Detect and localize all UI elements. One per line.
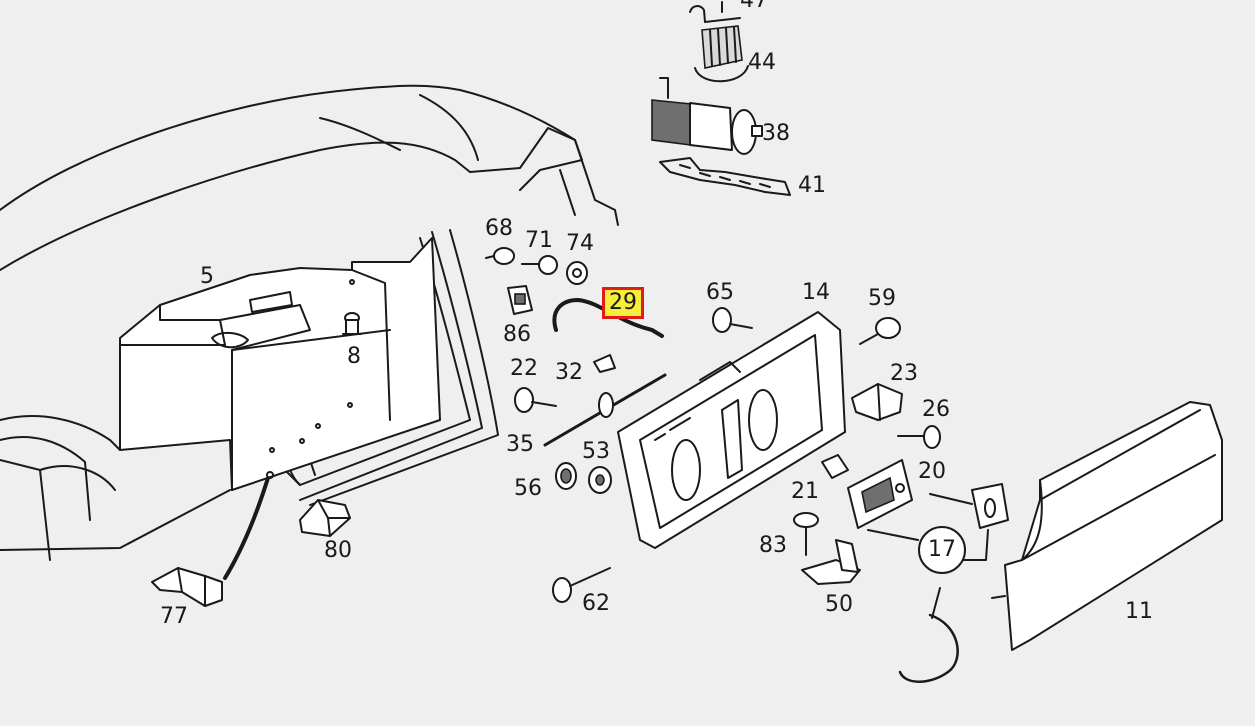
part-62-screw xyxy=(552,567,611,603)
part-44-mount xyxy=(659,25,749,99)
part-50-hinge xyxy=(801,539,861,585)
label-80: 80 xyxy=(324,538,352,563)
label-38: 38 xyxy=(762,121,790,146)
part-65-screw xyxy=(712,307,753,333)
label-44: 44 xyxy=(748,50,776,75)
part-35-rod xyxy=(543,373,667,447)
label-71: 71 xyxy=(525,228,553,253)
label-74: 74 xyxy=(566,231,594,256)
part-74-washer xyxy=(566,261,588,285)
part-26-screw xyxy=(897,425,941,449)
part-21-clip xyxy=(821,454,849,479)
label-77: 77 xyxy=(160,604,188,629)
glovebox-housing xyxy=(119,237,441,491)
label-35: 35 xyxy=(506,432,534,457)
label-29-highlighted: 29 xyxy=(602,287,644,319)
cable xyxy=(223,476,270,580)
label-68: 68 xyxy=(485,216,513,241)
label-53: 53 xyxy=(582,439,610,464)
retaining-ring xyxy=(898,613,959,683)
label-8: 8 xyxy=(347,344,361,369)
part-32-pin xyxy=(593,354,616,373)
part-56-knob xyxy=(555,462,577,490)
label-20: 20 xyxy=(918,459,946,484)
callout-key xyxy=(961,529,989,561)
dashboard-outline xyxy=(0,84,619,561)
label-41: 41 xyxy=(798,173,826,198)
part-11-lid xyxy=(991,401,1223,651)
part-86-clip xyxy=(507,285,533,315)
label-26: 26 xyxy=(922,397,950,422)
part-14-frame xyxy=(617,311,846,549)
part-71-screw xyxy=(521,255,558,275)
label-65: 65 xyxy=(706,280,734,305)
part-41-linkage xyxy=(659,157,791,196)
label-22: 22 xyxy=(510,356,538,381)
label-5: 5 xyxy=(200,264,214,289)
label-62: 62 xyxy=(582,591,610,616)
part-59-screw xyxy=(859,317,901,345)
part-68-screw xyxy=(485,247,515,265)
part-77-clip xyxy=(151,567,223,607)
label-83: 83 xyxy=(759,533,787,558)
label-50: 50 xyxy=(825,592,853,617)
label-11: 11 xyxy=(1125,599,1153,624)
label-47: 47 xyxy=(740,0,768,13)
callout-lock xyxy=(867,529,919,541)
label-86: 86 xyxy=(503,322,531,347)
part-47-bracket xyxy=(689,1,741,23)
label-21: 21 xyxy=(791,479,819,504)
part-83-screw xyxy=(793,512,819,556)
part-8-plug xyxy=(342,312,362,335)
part-38-motor xyxy=(651,99,763,155)
label-59: 59 xyxy=(868,286,896,311)
label-23: 23 xyxy=(890,361,918,386)
part-23-bracket xyxy=(851,383,903,421)
part-20-lock xyxy=(847,459,913,529)
part-53-washer xyxy=(588,466,612,494)
callout-ring xyxy=(931,587,941,619)
part-22-screw xyxy=(514,387,557,413)
label-14: 14 xyxy=(802,280,830,305)
label-56: 56 xyxy=(514,476,542,501)
label-32: 32 xyxy=(555,360,583,385)
label-17-circled: 17 xyxy=(918,526,966,574)
key xyxy=(929,483,1009,529)
part-29-hook xyxy=(552,298,664,338)
part-80-bracket xyxy=(299,499,351,537)
